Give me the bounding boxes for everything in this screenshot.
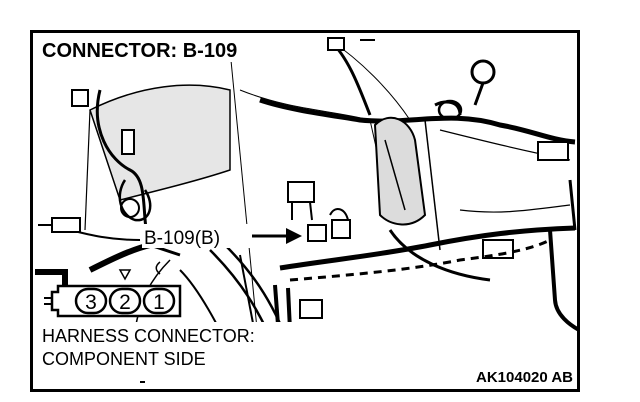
pin-label-2: 2 — [119, 291, 131, 314]
harness-connector-face: 3 2 1 — [44, 269, 182, 318]
figure-code: AK104020 AB — [476, 369, 573, 386]
pin-label-3: 3 — [85, 291, 97, 314]
callout-arrow — [252, 228, 302, 244]
connector-pin-1 — [142, 287, 176, 315]
caption-line-1: HARNESS CONNECTOR: — [42, 326, 255, 346]
engine-bay-illustration: 3 2 1 CONNECTOR: B-109 B-109(B) HARNESS … — [30, 30, 580, 392]
caption-line-2: COMPONENT SIDE — [42, 349, 206, 369]
callout-label: B-109(B) — [144, 228, 220, 249]
connector-pin-3 — [74, 287, 108, 315]
diagram-title: CONNECTOR: B-109 — [42, 40, 237, 62]
pin-index-triangle — [118, 269, 132, 281]
diagram-frame: 3 2 1 CONNECTOR: B-109 B-109(B) HARNESS … — [30, 30, 580, 392]
connector-pin-2 — [108, 287, 142, 315]
pin-label-1: 1 — [153, 291, 165, 314]
